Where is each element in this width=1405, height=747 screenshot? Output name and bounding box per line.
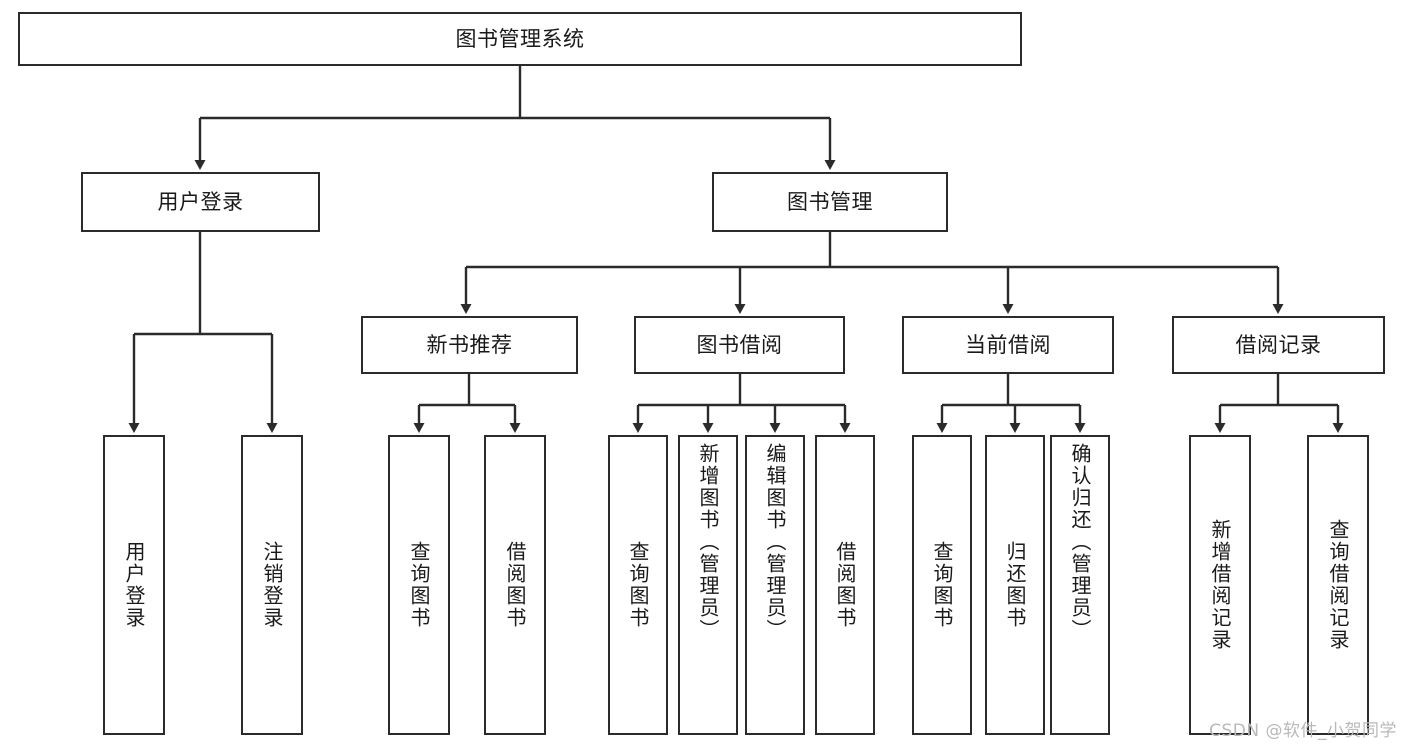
node-leaf-query-book-rec-label: 查询图书: [407, 541, 431, 629]
node-leaf-edit-book[interactable]: 编辑图书（管理员）: [745, 435, 805, 735]
node-leaf-query-book[interactable]: 查询图书: [608, 435, 668, 735]
node-leaf-borrow-book-rec[interactable]: 借阅图书: [484, 435, 546, 735]
node-leaf-query-book-rec[interactable]: 查询图书: [388, 435, 450, 735]
node-leaf-logout[interactable]: 注销登录: [241, 435, 303, 735]
node-user-login[interactable]: 用户登录: [81, 172, 320, 232]
node-book-borrow[interactable]: 图书借阅: [634, 316, 845, 374]
node-leaf-user-login-label: 用户登录: [122, 541, 146, 629]
node-root-图书管理系统[interactable]: 图书管理系统: [18, 12, 1022, 66]
node-leaf-return-book[interactable]: 归还图书: [985, 435, 1045, 735]
node-leaf-return-book-label: 归还图书: [1003, 541, 1027, 629]
node-leaf-query-record[interactable]: 查询借阅记录: [1307, 435, 1369, 735]
node-leaf-borrow-book-label: 借阅图书: [833, 541, 857, 629]
node-new-book-rec-label: 新书推荐: [426, 332, 513, 357]
node-borrow-record[interactable]: 借阅记录: [1172, 316, 1385, 374]
node-root-图书管理系统-label: 图书管理系统: [455, 26, 585, 51]
node-new-book-rec[interactable]: 新书推荐: [361, 316, 578, 374]
node-book-borrow-label: 图书借阅: [696, 332, 783, 357]
node-leaf-add-book-label: 新增图书（管理员）: [696, 443, 720, 641]
node-user-login-label: 用户登录: [157, 189, 244, 214]
node-leaf-edit-book-label: 编辑图书（管理员）: [763, 443, 787, 641]
node-leaf-confirm-return-label: 确认归还（管理员）: [1068, 443, 1092, 641]
node-leaf-user-login[interactable]: 用户登录: [103, 435, 165, 735]
node-leaf-borrow-book[interactable]: 借阅图书: [815, 435, 875, 735]
node-leaf-query-book-cur-label: 查询图书: [930, 541, 954, 629]
node-leaf-add-record-label: 新增借阅记录: [1208, 519, 1232, 651]
node-current-borrow[interactable]: 当前借阅: [902, 316, 1114, 374]
node-leaf-logout-label: 注销登录: [260, 541, 284, 629]
node-leaf-query-record-label: 查询借阅记录: [1326, 519, 1350, 651]
node-current-borrow-label: 当前借阅: [965, 332, 1051, 357]
node-leaf-query-book-label: 查询图书: [626, 541, 650, 629]
node-book-manage[interactable]: 图书管理: [712, 172, 948, 232]
node-leaf-add-record[interactable]: 新增借阅记录: [1189, 435, 1251, 735]
node-leaf-borrow-book-rec-label: 借阅图书: [503, 541, 527, 629]
node-leaf-add-book[interactable]: 新增图书（管理员）: [678, 435, 738, 735]
node-book-manage-label: 图书管理: [787, 189, 873, 214]
node-leaf-confirm-return[interactable]: 确认归还（管理员）: [1050, 435, 1110, 735]
node-leaf-query-book-cur[interactable]: 查询图书: [912, 435, 972, 735]
node-borrow-record-label: 借阅记录: [1235, 332, 1322, 357]
